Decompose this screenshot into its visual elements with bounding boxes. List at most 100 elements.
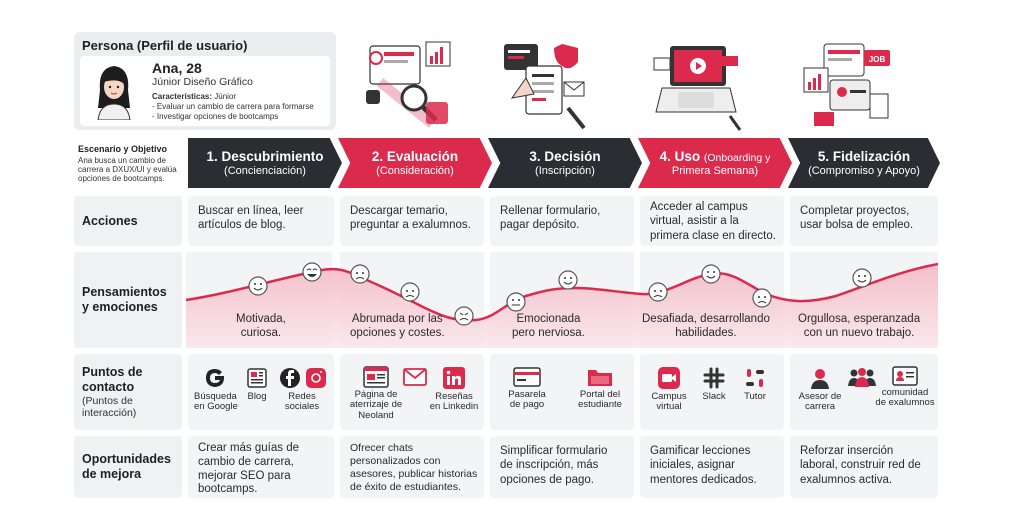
email-icon (403, 368, 427, 386)
action-text: Completar proyectos, (800, 205, 910, 217)
touchpoint-label: sociales (284, 401, 320, 413)
touchpoint-label: Redes (288, 391, 316, 402)
scenario-block: Escenario y Objetivo Ana busca un cambio… (78, 144, 182, 184)
scenario-text-2: carrera a DXUX/UI y evalúa (78, 165, 177, 175)
touchpoint-career-advisor: Asesor de carrera (796, 366, 844, 413)
emotion-line-text: Abrumada por las (351, 313, 443, 325)
touchpoint-label: Campus (651, 391, 687, 402)
touchpoint-cell: Búsqueda en Google Blog Redes sociales (188, 354, 334, 430)
stage-title: 1. Descubrimiento (206, 149, 324, 164)
discovery-illustration (366, 41, 451, 128)
action-text: artículos de blog. (198, 219, 286, 232)
action-text: Descargar temario, (350, 205, 448, 217)
opportunity-text: Crear más guías de (198, 442, 299, 454)
touchpoint-label: Asesor de (798, 391, 842, 402)
persona-title: Persona (Perfil de usuario) (82, 38, 248, 53)
row-label-sub: interacción) (82, 407, 137, 419)
action-text: usar bolsa de empleo. (800, 219, 914, 232)
emotion-line-text: pero nerviosa. (512, 327, 585, 340)
action-cell: Rellenar formulario, pagar depósito. (490, 196, 634, 246)
tutor-icon (746, 369, 764, 387)
touchpoint-virtual-campus: Campus virtual (646, 366, 692, 413)
action-text: Buscar en línea, leer (198, 205, 304, 217)
opportunity-text: laboral, construir red de (800, 459, 921, 472)
row-label-pensamientos: Pensamientos y emociones (74, 252, 182, 348)
touchpoint-google: Búsqueda en Google (194, 366, 238, 413)
persona-details: Ana, 28 Júnior Diseño Gráfico Caracterís… (80, 56, 330, 126)
touchpoint-cell: Campus virtual Slack Tutor (640, 354, 784, 430)
action-text: virtual, asistir a la (650, 215, 739, 228)
emotion-line (186, 262, 938, 322)
emotion-line-text: Orgullosa, esperanzada (798, 313, 921, 325)
sad-face-icon (752, 288, 772, 308)
action-text: primera clase en directo. (650, 229, 776, 242)
emotion-text: Abrumada por las opciones y costes. (350, 312, 445, 341)
video-campus-icon (658, 367, 680, 389)
action-cell: Completar proyectos, usar bolsa de empleo… (790, 196, 938, 246)
community-icon (848, 368, 876, 387)
avatar (97, 66, 131, 120)
emotion-band: Motivada,curiosa. Abrumada por las opcion… (186, 252, 938, 348)
action-cell: Descargar temario,preguntar a exalumnos. (340, 196, 484, 246)
sad-face-icon (400, 282, 420, 302)
persona-card: Persona (Perfil de usuario) Ana, 28 Júni… (74, 32, 336, 130)
touchpoint-email (402, 368, 428, 388)
characteristics-label: Características: (152, 92, 213, 101)
stage-decision: 3. Decisión (Inscripción) (488, 138, 642, 188)
persona-name: Ana, 28 (152, 60, 202, 76)
touchpoint-payment: Pasarela de pago (504, 366, 550, 411)
opportunity-text: iniciales, asignar (650, 459, 736, 472)
opportunity-text: Ofrecer chats (350, 442, 414, 454)
opportunity-text: bootcamps. (198, 483, 258, 496)
touchpoint-student-portal: Portal del estudiante (574, 366, 626, 411)
touchpoint-label: Pasarela (508, 389, 546, 400)
action-text: pagar depósito. (500, 219, 580, 232)
emotion-line-text: opciones y costes. (350, 327, 445, 340)
emotion-line-text: Motivada, (236, 313, 286, 325)
happy-face-icon (248, 276, 268, 296)
stage-fidelizacion: 5. Fidelización (Compromiso y Apoyo) (788, 138, 940, 188)
touchpoint-label: en Linkedin (429, 401, 479, 413)
touchpoint-social: Redes sociales (276, 366, 328, 413)
row-label-text: Oportunidades (82, 452, 171, 466)
touchpoint-tutor: Tutor (738, 366, 772, 402)
opportunity-text: asesores, publicar historias (350, 468, 478, 481)
stage-title: 3. Decisión (529, 149, 601, 164)
stage-title-main: 4. Uso (659, 149, 701, 164)
nervous-face-icon (506, 292, 526, 312)
opportunity-text: mejorar SEO para (198, 469, 291, 482)
touchpoint-label: Blog (247, 391, 267, 402)
emotion-curve-chart (186, 252, 938, 348)
stressed-face-icon (454, 306, 474, 326)
emotion-line-text: habilidades. (675, 327, 737, 340)
touchpoint-landing-page: Página de aterrizaje de Neoland (344, 366, 408, 421)
google-icon (206, 369, 224, 387)
happy-face-icon (701, 264, 721, 284)
touchpoint-label: virtual (656, 401, 682, 413)
scenario-text-3: opciones de bootcamps. (78, 174, 165, 184)
stage-subtitle: (Consideración) (376, 165, 454, 177)
touchpoint-label: de pago (509, 399, 545, 411)
happy-face-icon (852, 268, 872, 288)
touchpoint-label: Neoland (358, 409, 394, 421)
alumni-card-icon (892, 366, 918, 386)
stage-subtitle: (Compromiso y Apoyo) (808, 165, 920, 177)
action-text: Rellenar formulario, (500, 205, 601, 217)
emotion-text: Motivada,curiosa. (236, 312, 286, 341)
row-label-oportunidades: Oportunidades de mejora (74, 436, 182, 498)
linkedin-icon (443, 367, 465, 389)
persona-bullet-2: - Investigar opciones de bootcamps (152, 112, 279, 121)
touchpoint-label: Tutor (744, 391, 766, 402)
emotion-line-text: Emocionada (516, 313, 581, 325)
row-label-text: y emociones (82, 300, 158, 314)
stage-title: 5. Fidelización (817, 149, 911, 164)
touchpoint-label: Reseñas (435, 391, 473, 402)
loyalty-illustration: JOB (803, 43, 890, 126)
row-label-text: de mejora (82, 467, 142, 481)
touchpoint-cell: Página de aterrizaje de Neoland Reseñas … (340, 354, 484, 430)
